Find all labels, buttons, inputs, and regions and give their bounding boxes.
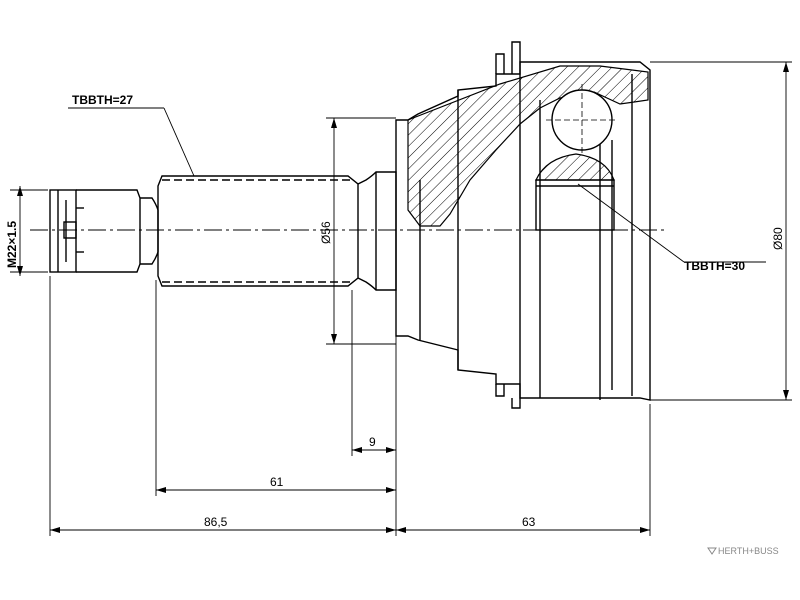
dia-shaft-label: Ø56: [319, 221, 333, 244]
dim-63-label: 63: [522, 515, 536, 529]
inner-race-hatch: [535, 153, 615, 181]
thread-end: [49, 189, 77, 273]
dim-86-5-label: 86,5: [204, 515, 228, 529]
dimension-lines: [10, 61, 792, 536]
dia-housing-label: Ø80: [771, 227, 785, 250]
watermark-text: HERTH+BUSS: [718, 546, 779, 556]
housing-section-hatch: [407, 65, 649, 227]
spline-shaft-label: TBBTH=27: [72, 93, 133, 107]
spline-inner-label: TBBTH=30: [684, 259, 745, 273]
thread-label: M22×1.5: [5, 221, 19, 268]
shaft-shoulder: [357, 171, 397, 291]
shaft-neck: [140, 197, 159, 265]
inner-race: [535, 179, 615, 231]
dim-9-label: 9: [369, 435, 376, 449]
watermark: HERTH+BUSS: [707, 546, 779, 556]
arrowheads: [17, 62, 789, 533]
thread-nut: [76, 189, 141, 273]
dim-61-label: 61: [270, 475, 284, 489]
watermark-logo-icon: [707, 547, 717, 555]
